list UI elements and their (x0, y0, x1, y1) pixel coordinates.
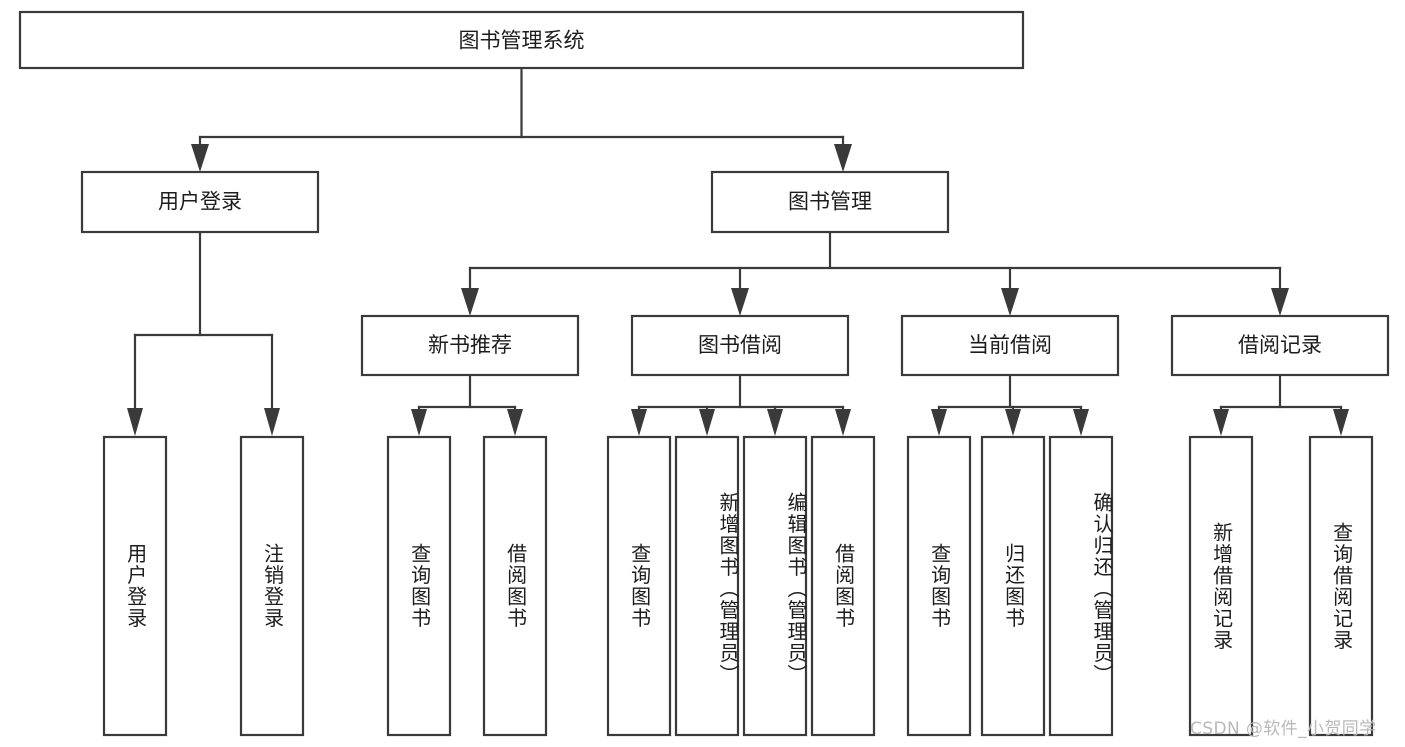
connector-group-book-borrow-to-leaves (631, 373, 851, 436)
connector-group-user-login-to-leaves (127, 230, 280, 436)
leaf-box-group (102, 435, 1374, 737)
node-root-book-management-system[interactable]: 图书管理系统 (18, 10, 1025, 70)
leaf-box-borrow-book-nbr[interactable] (482, 435, 548, 737)
node-current-borrow-box[interactable] (900, 314, 1120, 377)
node-borrow-record[interactable]: 借阅记录 (1170, 314, 1390, 377)
node-new-book-recommend-box[interactable] (360, 314, 580, 377)
leaf-box-user-login[interactable] (102, 435, 168, 737)
arrow-head-leaf-logout (264, 408, 280, 436)
node-book-borrow-label: 图书借阅 (698, 333, 782, 357)
arrow-head-leaf-borrow-book-2 (835, 409, 851, 436)
connector-group-current-borrow-to-leaves (931, 373, 1089, 436)
arrow-head-leaf-add-record (1213, 409, 1229, 436)
connector-group-borrow-record-to-leaves (1213, 373, 1349, 436)
node-user-login[interactable]: 用户登录 (80, 170, 320, 234)
leaf-box-add-book[interactable] (674, 435, 740, 737)
arrow-head-leaf-edit-book (767, 409, 783, 436)
arrow-head-leaf-add-book (699, 409, 715, 436)
arrow-head-leaf-query-book-2 (631, 409, 647, 436)
arrow-head-book-mgmt (834, 144, 852, 172)
leaf-box-logout[interactable] (239, 435, 305, 737)
leaf-box-add-borrow-record[interactable] (1188, 435, 1254, 737)
leaf-box-query-borrow-record[interactable] (1308, 435, 1374, 737)
node-book-management[interactable]: 图书管理 (710, 170, 950, 234)
node-borrow-record-box[interactable] (1170, 314, 1390, 377)
leaf-box-borrow-book-bb[interactable] (810, 435, 876, 737)
node-root-box[interactable] (18, 10, 1025, 70)
connector-group-book-mgmt-to-level2 (461, 230, 1289, 316)
arrow-head-borrow-record (1271, 288, 1289, 316)
leaf-box-query-book-bb[interactable] (606, 435, 672, 737)
node-current-borrow[interactable]: 当前借阅 (900, 314, 1120, 377)
leaf-box-edit-book[interactable] (742, 435, 808, 737)
leaf-box-confirm-return[interactable] (1048, 435, 1114, 737)
arrow-head-leaf-query-book-1 (411, 409, 427, 436)
arrow-head-leaf-query-record (1333, 409, 1349, 436)
node-current-borrow-label: 当前借阅 (968, 333, 1052, 357)
csdn-watermark: CSDN @软件_小贺同学 (1190, 719, 1377, 739)
connector-group-root-to-level1 (191, 66, 852, 172)
node-book-borrow[interactable]: 图书借阅 (630, 314, 850, 377)
node-user-login-label: 用户登录 (158, 190, 242, 214)
arrow-head-user-login (191, 144, 209, 172)
leaf-box-query-book-cb[interactable] (906, 435, 972, 737)
node-new-book-recommend[interactable]: 新书推荐 (360, 314, 580, 377)
arrow-head-leaf-return-book (1005, 409, 1021, 436)
leaf-box-query-book-nbr[interactable] (386, 435, 452, 737)
arrow-head-leaf-user-login (127, 408, 143, 436)
node-user-login-box[interactable] (80, 170, 320, 234)
node-new-book-recommend-label: 新书推荐 (428, 333, 512, 357)
node-book-management-label: 图书管理 (788, 190, 872, 214)
node-root-label: 图书管理系统 (459, 29, 585, 53)
arrow-head-leaf-borrow-book-1 (507, 409, 523, 436)
node-book-borrow-box[interactable] (630, 314, 850, 377)
connector-group-new-book-recommend-to-leaves (411, 373, 523, 436)
arrow-head-book-borrow (731, 288, 749, 316)
node-borrow-record-label: 借阅记录 (1238, 333, 1322, 357)
node-book-management-box[interactable] (710, 170, 950, 234)
arrow-head-new-book-recommend (461, 288, 479, 316)
leaf-box-return-book[interactable] (980, 435, 1046, 737)
arrow-head-leaf-confirm-return (1073, 409, 1089, 436)
arrow-head-current-borrow (1001, 288, 1019, 316)
arrow-head-leaf-query-book-3 (931, 409, 947, 436)
